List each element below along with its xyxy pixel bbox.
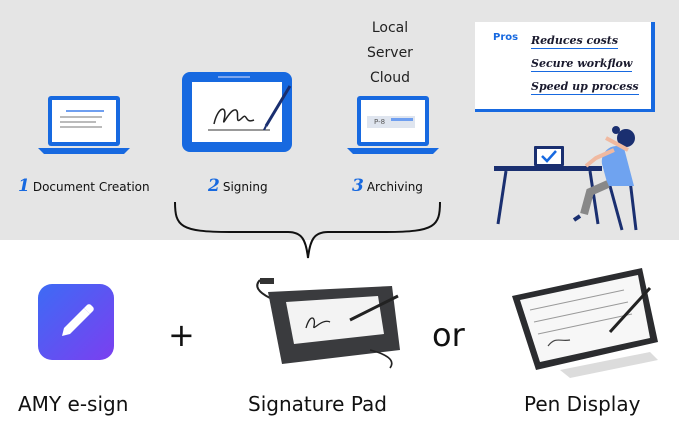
storage-server: Server	[367, 45, 413, 61]
pro-item: Speed up process	[531, 80, 639, 95]
storage-local: Local	[371, 20, 409, 36]
tablet-signing-icon	[182, 72, 292, 152]
pros-title: Pros	[493, 32, 519, 43]
pros-card: Pros Reduces costs Secure workflow Speed…	[475, 22, 655, 112]
relaxed-person-illustration	[494, 126, 638, 231]
laptop-document-icon	[38, 96, 130, 154]
or-label: or	[432, 316, 465, 354]
step-label: Signing	[222, 180, 268, 194]
pen-display-label: Pen Display	[524, 392, 641, 416]
amy-esign-label: AMY e-sign	[18, 392, 129, 416]
signature-pad-image	[256, 278, 400, 369]
curly-brace	[174, 201, 441, 259]
pro-item: Secure workflow	[531, 57, 633, 72]
step-label: Document Creation	[32, 180, 150, 194]
step-number: 3	[352, 176, 364, 196]
laptop-archive-icon	[347, 96, 439, 154]
step-label: Archiving	[366, 180, 423, 194]
pen-display-image	[512, 268, 658, 378]
archive-doc-label: P-8	[374, 118, 386, 126]
pro-item: Reduces costs	[531, 34, 619, 49]
plus-sign: +	[168, 316, 195, 354]
step-number: 1	[18, 176, 30, 196]
storage-cloud: Cloud	[370, 70, 410, 86]
step-number: 2	[208, 176, 220, 196]
amy-esign-app-icon	[38, 284, 114, 360]
signature-pad-label: Signature Pad	[248, 392, 387, 416]
